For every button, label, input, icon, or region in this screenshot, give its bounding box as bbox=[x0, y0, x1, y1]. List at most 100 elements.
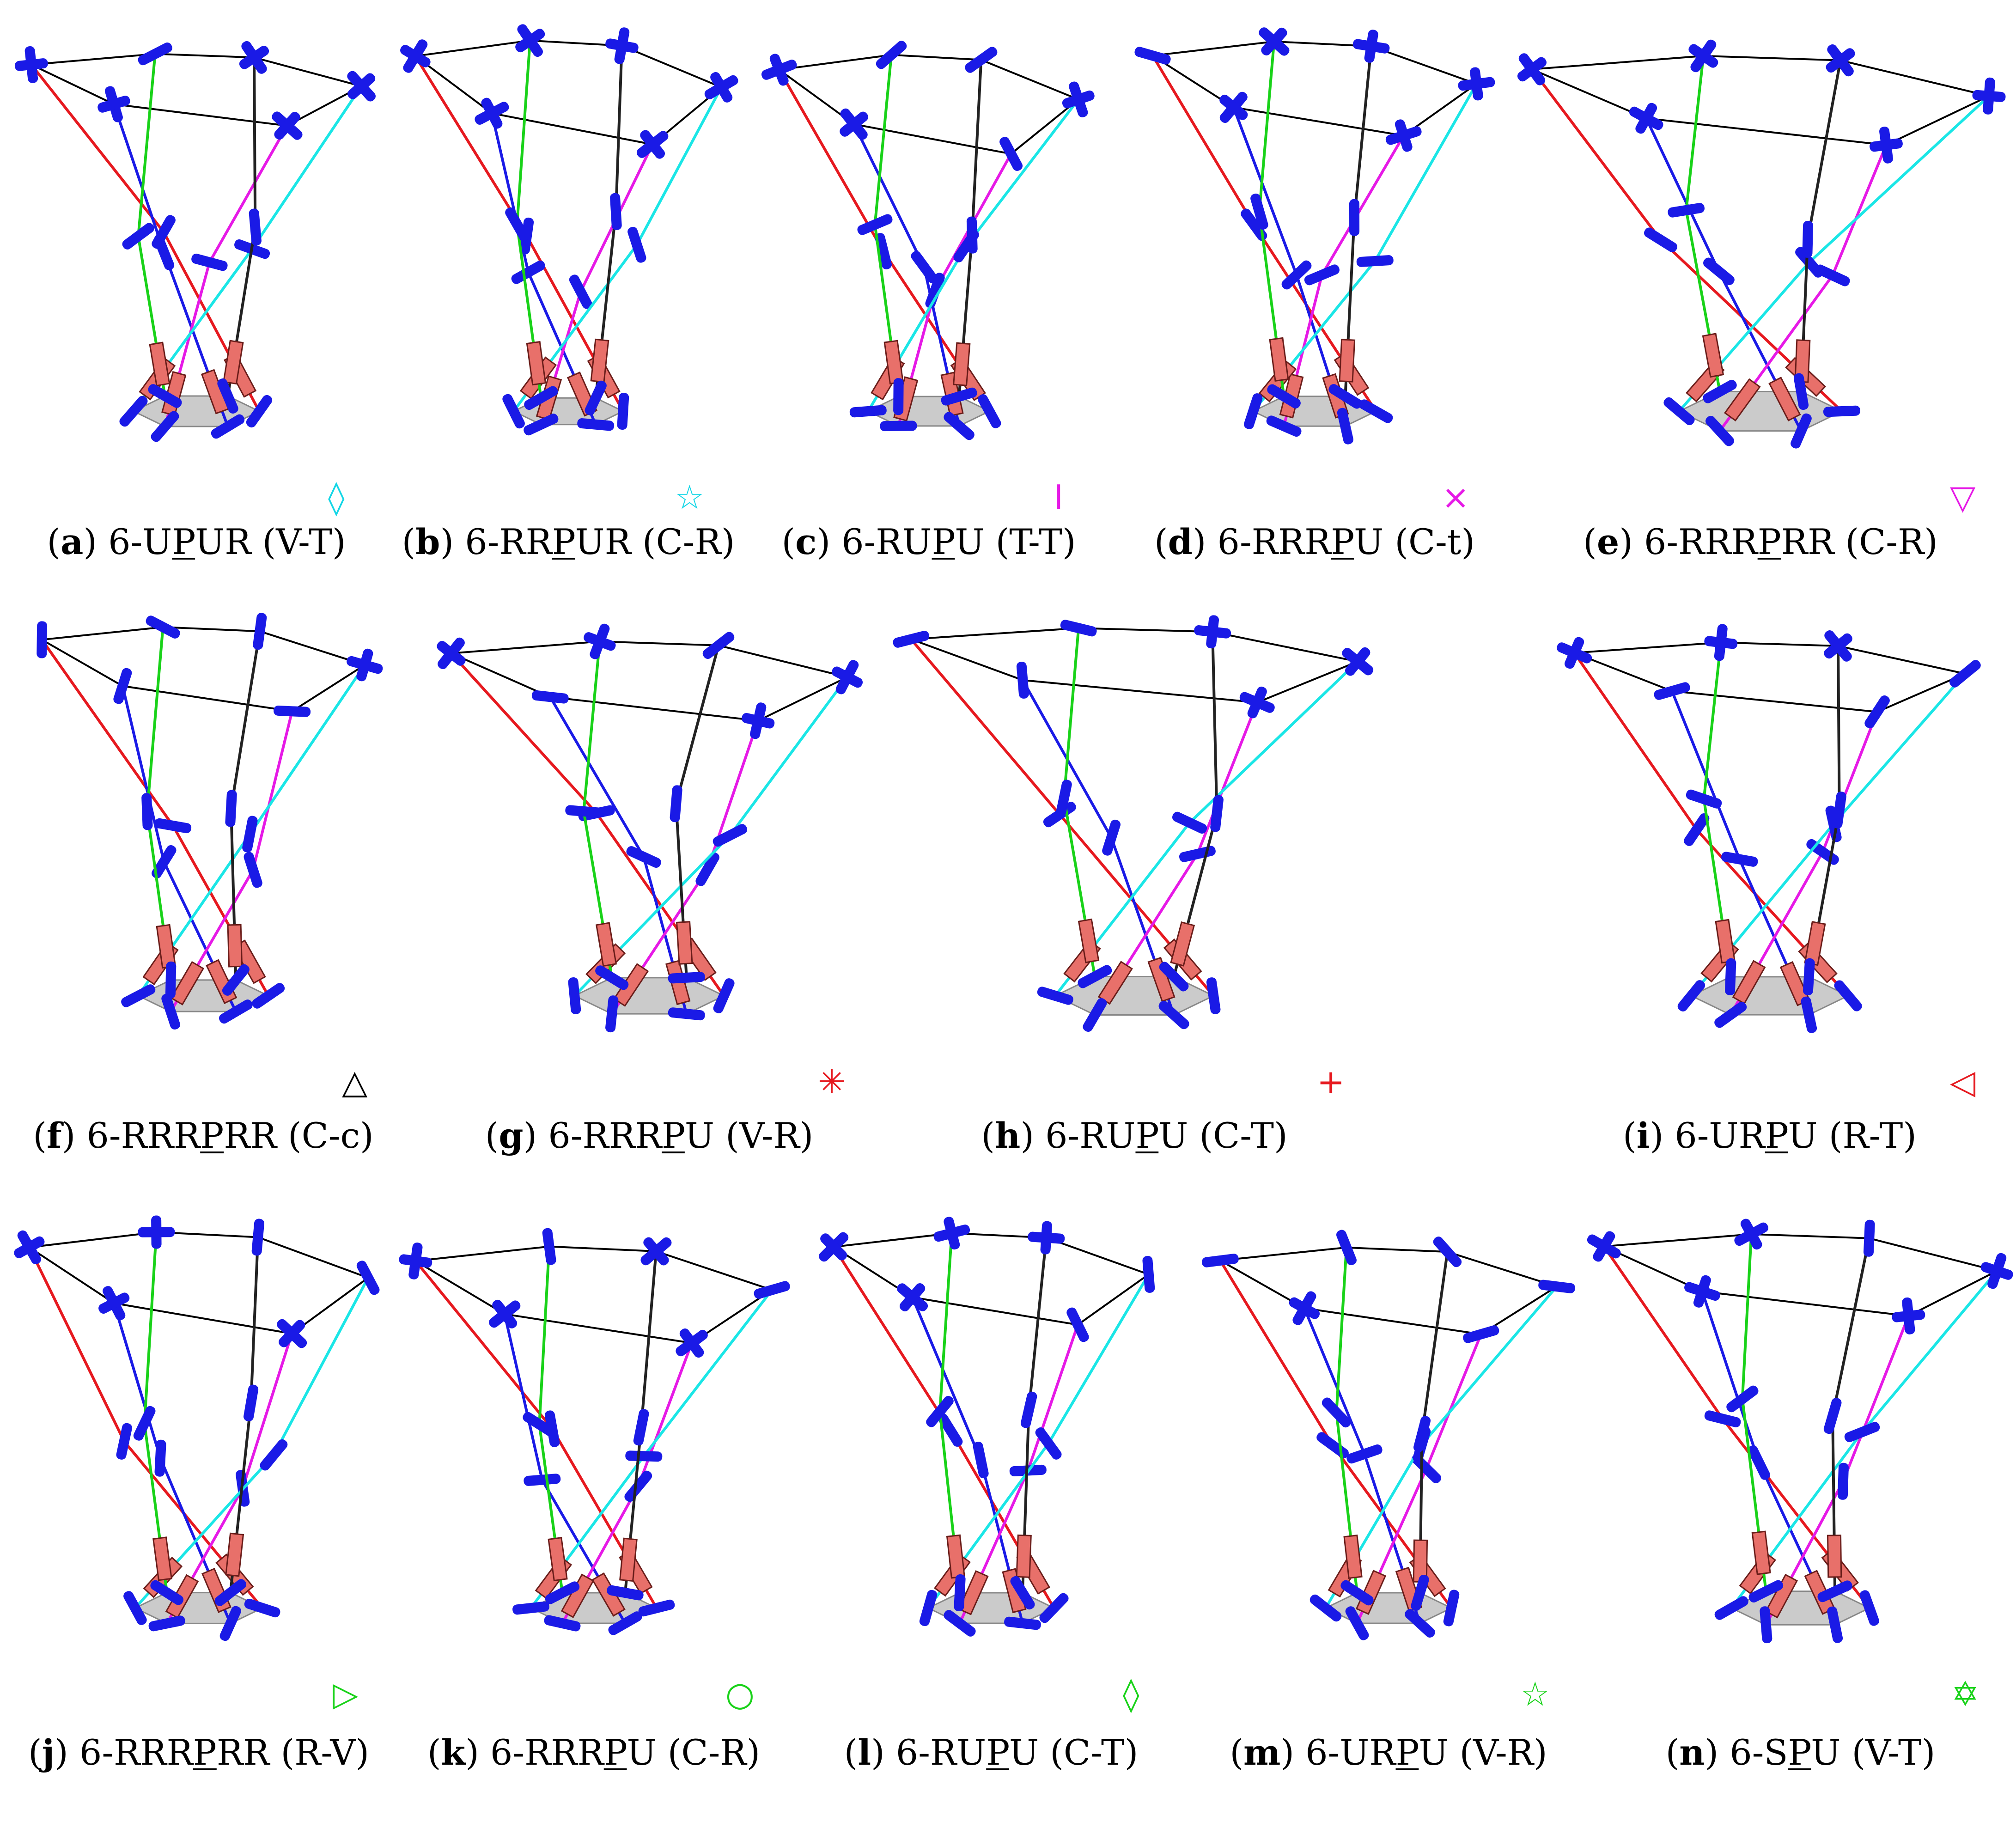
joint-cylinder bbox=[754, 1281, 790, 1299]
joint-cylinder bbox=[919, 1590, 938, 1627]
joint-cylinder bbox=[1705, 415, 1734, 446]
caption-part: P bbox=[552, 521, 575, 562]
joint-cylinder bbox=[1704, 1410, 1741, 1427]
joint-cylinder bbox=[1760, 1606, 1772, 1644]
caption-part: P bbox=[1765, 1115, 1788, 1156]
joint-cylinder bbox=[820, 1233, 847, 1261]
joint-cylinder bbox=[122, 223, 154, 250]
caption-part: U bbox=[1811, 1732, 1841, 1773]
joint-cylinder bbox=[219, 1606, 241, 1641]
joint-cylinder bbox=[670, 785, 682, 822]
joint-cylinder bbox=[1668, 203, 1705, 218]
joint-cylinder bbox=[219, 999, 253, 1024]
joint-cylinder bbox=[154, 1439, 166, 1477]
top-frame bbox=[831, 1232, 1151, 1326]
joint-cylinder bbox=[840, 111, 868, 137]
prismatic-actuator bbox=[676, 921, 693, 965]
joint-cylinder bbox=[1206, 977, 1221, 1014]
panel-caption: (k) 6-RRRPU (C-R) bbox=[427, 1732, 761, 1773]
joint-cylinder bbox=[151, 411, 179, 442]
prismatic-actuator bbox=[1765, 1573, 1798, 1619]
caption-part: j bbox=[42, 1732, 55, 1773]
mechanism-drawing bbox=[14, 1215, 380, 1641]
star-icon: ☆ bbox=[1520, 1675, 1550, 1713]
joint-cylinder bbox=[399, 1254, 432, 1268]
panel-f: △(f) 6-RRRPRR (C-c) bbox=[0, 594, 407, 1178]
joint-cylinder bbox=[1803, 958, 1815, 995]
joint-cylinder bbox=[643, 1237, 669, 1266]
joint-cylinder bbox=[524, 414, 559, 436]
caption-part: (C-T) bbox=[1199, 1115, 1288, 1156]
joint-cylinder bbox=[1346, 1444, 1383, 1464]
caption-part: RR bbox=[224, 1115, 277, 1156]
prismatic-actuator bbox=[590, 338, 609, 383]
joint-cylinder bbox=[831, 666, 863, 688]
joint-cylinder bbox=[713, 824, 748, 847]
joint-cylinder bbox=[165, 961, 177, 999]
joint-cylinder bbox=[1827, 1606, 1843, 1643]
joint-cylinder bbox=[605, 995, 619, 1033]
caption-part: 6-RU bbox=[895, 1732, 987, 1773]
caption-part: P bbox=[932, 521, 955, 562]
joint-cylinder bbox=[1980, 1262, 2013, 1280]
joint-cylinder bbox=[1463, 1325, 1499, 1343]
joint-cylinder bbox=[1837, 1462, 1849, 1500]
caption-part: (R-V) bbox=[280, 1732, 369, 1773]
panel-m: ☆(m) 6-URPU (V-R) bbox=[1192, 1197, 1585, 1795]
joint-cylinder bbox=[1244, 393, 1263, 429]
joint-cylinder bbox=[274, 111, 300, 140]
joint-cylinder bbox=[710, 72, 733, 103]
panel-caption: (b) 6-RRPUR (C-R) bbox=[402, 521, 735, 562]
panel-caption: (h) 6-RUPU (C-T) bbox=[981, 1115, 1288, 1156]
caption-part: P bbox=[1788, 1732, 1811, 1773]
joint-cylinder bbox=[769, 54, 789, 86]
top-frame bbox=[1574, 641, 1968, 713]
joint-cylinder bbox=[1791, 413, 1812, 449]
panel-caption: (n) 6-SPU (V-T) bbox=[1665, 1732, 1936, 1773]
triangle-right-icon: ▷ bbox=[333, 1675, 359, 1713]
mechanism-drawing bbox=[14, 41, 376, 442]
joint-cylinder bbox=[1470, 67, 1483, 101]
caption-part: P bbox=[200, 1115, 224, 1156]
caption-part: RR bbox=[216, 1732, 270, 1773]
joint-cylinder bbox=[638, 1599, 675, 1617]
mechanism-drawing bbox=[819, 1217, 1155, 1637]
caption-part: U bbox=[1354, 521, 1384, 562]
caption-part: 6-RR bbox=[465, 521, 552, 562]
panel-k: ○(k) 6-RRRPU (C-R) bbox=[397, 1197, 790, 1795]
joint-cylinder bbox=[1413, 1416, 1431, 1452]
joint-cylinder bbox=[1949, 660, 1981, 688]
caption-part: n bbox=[1679, 1732, 1705, 1773]
joint-cylinder bbox=[1309, 1594, 1342, 1622]
caption-part: h bbox=[995, 1115, 1021, 1156]
joint-cylinder bbox=[624, 1470, 652, 1502]
joint-cylinder bbox=[1337, 408, 1353, 445]
joint-cylinder bbox=[1593, 1231, 1615, 1262]
prismatic-actuator bbox=[548, 1536, 568, 1582]
joint-cylinder bbox=[154, 235, 175, 270]
joint-cylinder bbox=[1010, 1576, 1035, 1610]
top-frame bbox=[26, 1231, 370, 1335]
joint-cylinder bbox=[524, 386, 558, 410]
joint-cylinder bbox=[523, 1412, 556, 1437]
caption-part: 6-RRR bbox=[79, 1732, 193, 1773]
joint-cylinder bbox=[1250, 193, 1268, 230]
joint-cylinder bbox=[150, 1580, 184, 1605]
joint-cylinder bbox=[1289, 1297, 1320, 1319]
joint-cylinder bbox=[1826, 48, 1855, 73]
joint-cylinder bbox=[1304, 264, 1340, 286]
joint-cylinder bbox=[1832, 792, 1846, 829]
joint-cylinder bbox=[1078, 965, 1112, 988]
joint-cylinder bbox=[1635, 103, 1657, 134]
top-frame bbox=[1217, 1246, 1559, 1335]
prismatic-actuator bbox=[1078, 918, 1100, 963]
mechanism-drawing bbox=[437, 623, 863, 1033]
joint-cylinder bbox=[1060, 620, 1097, 637]
prismatic-actuator bbox=[1751, 1530, 1771, 1575]
hexagram-icon: ✡ bbox=[1951, 1675, 1979, 1713]
joint-cylinder bbox=[1564, 637, 1584, 669]
leg-link bbox=[1678, 95, 1990, 412]
joint-cylinder bbox=[1159, 962, 1189, 992]
prismatic-actuator bbox=[149, 341, 171, 387]
joint-cylinder bbox=[679, 1328, 704, 1358]
